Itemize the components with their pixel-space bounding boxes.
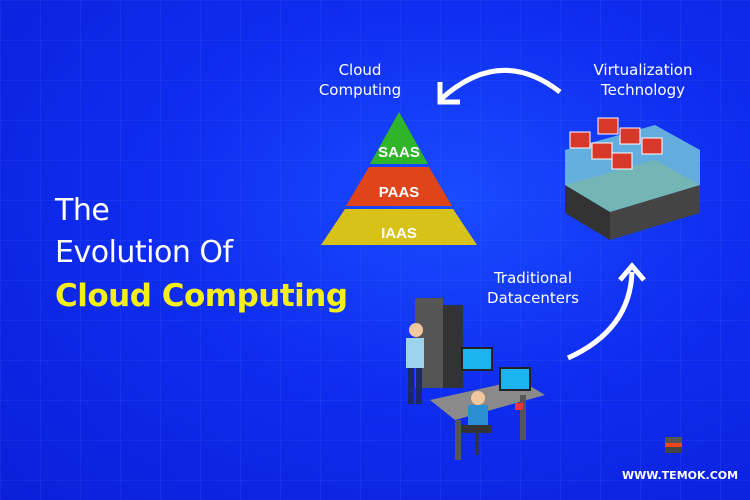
heading-highlight: Cloud Computing [55,278,348,314]
arrow-virtualization-to-cloud [438,67,562,102]
datacenter-illustration [406,298,545,460]
arrow-head-up [618,262,646,282]
website-url: WWW.TEMOK.COM [622,469,739,482]
tier-iaas-label: IAAS [381,225,417,242]
arrow-head-left [437,82,460,105]
arrow-datacenter-to-virtualization [566,271,635,361]
heading-line-2: Evolution Of [55,235,233,270]
heading-line-1: The [55,193,110,228]
pyramid-tier-saas [370,112,428,164]
pyramid [321,112,477,245]
temok-logo-icon [665,437,682,453]
virtualization-server-icon [565,117,700,240]
label-cloud-computing: Cloud Computing [318,61,402,99]
pyramid-tier-iaas [321,209,477,245]
label-datacenters: Traditional Datacenters [487,269,579,307]
tier-paas-label: PAAS [378,184,420,201]
tier-saas-label: SAAS [378,144,420,161]
label-virtualization: Virtualization Technology [593,61,693,99]
pyramid-tier-paas [346,167,452,206]
